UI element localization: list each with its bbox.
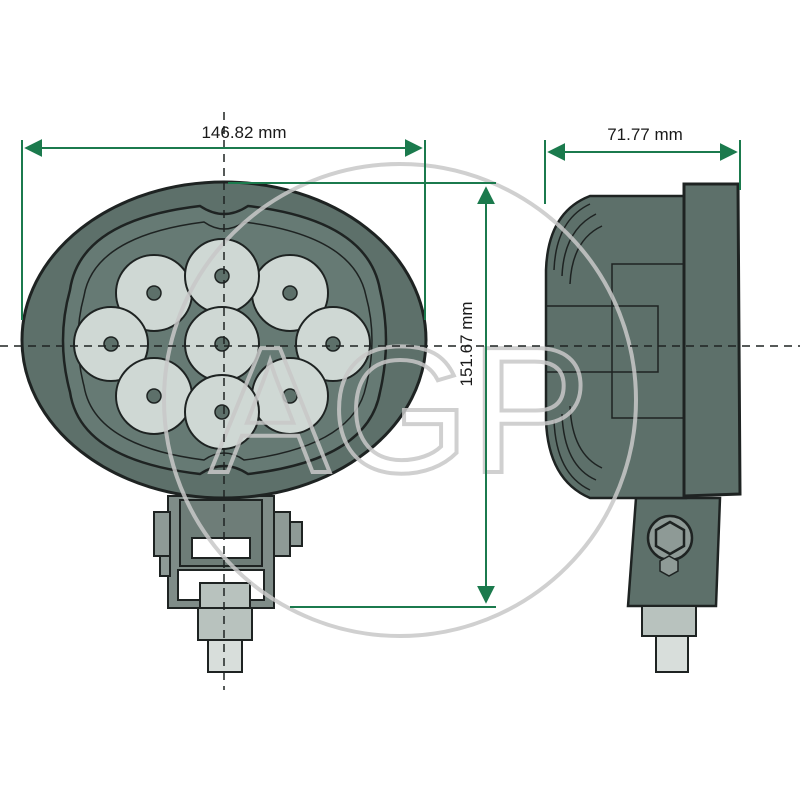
dimension-lines (21, 139, 741, 608)
watermark (162, 162, 638, 638)
height-label: 151.67 mm (457, 301, 476, 386)
led-centers (103, 268, 341, 420)
mounting-bracket (153, 495, 303, 673)
depth-label: 71.77 mm (607, 125, 683, 144)
side-view (544, 182, 742, 673)
width-label: 146.82 mm (201, 123, 286, 142)
watermark-text: AGP (210, 310, 590, 511)
center-lines (0, 112, 800, 690)
